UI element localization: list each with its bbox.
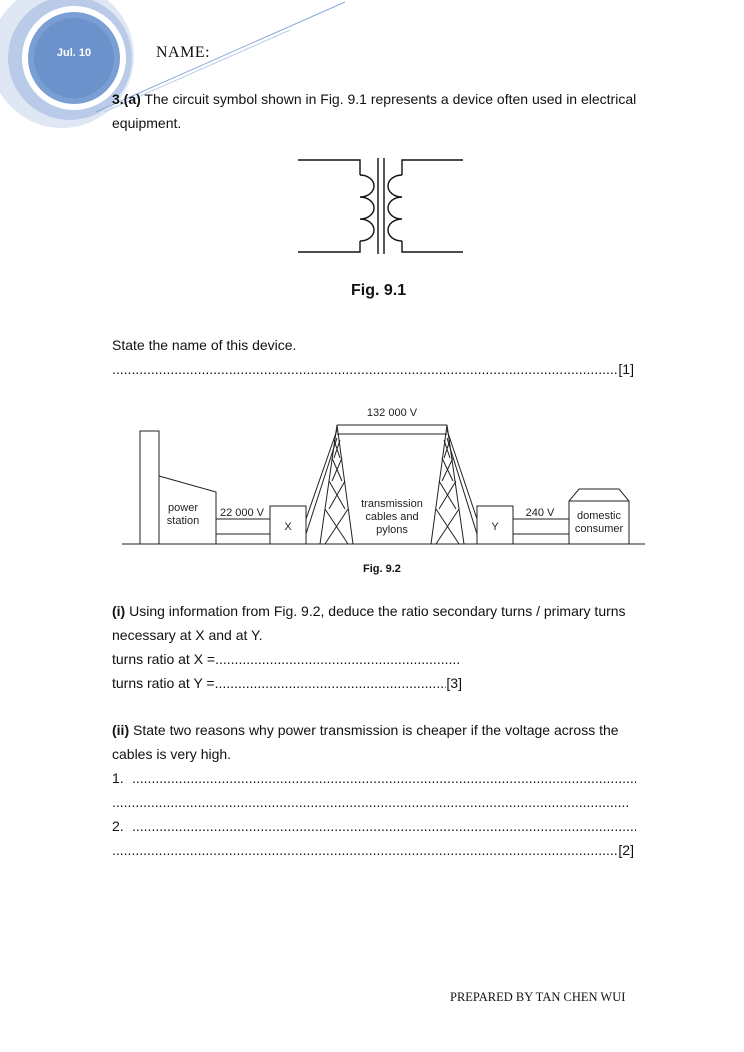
part-i-label: (i) bbox=[112, 603, 126, 619]
label-transmission-1: transmission bbox=[361, 498, 423, 510]
corner-decoration bbox=[0, 0, 346, 128]
fig-9-1-caption: Fig. 9.1 bbox=[351, 282, 407, 299]
part-ii-text: State two reasons why power transmission… bbox=[129, 722, 619, 738]
power-transmission-figure: 132 000 V power station 22 000 V X trans… bbox=[122, 407, 645, 545]
label-transmission-3: pylons bbox=[376, 524, 408, 536]
label-consumer-1: domestic bbox=[577, 510, 622, 522]
label-power-station-2: station bbox=[167, 515, 199, 527]
question-3a-label: 3.(a) bbox=[112, 91, 141, 107]
reason-2-number: 2. bbox=[112, 818, 124, 834]
reasons-marks: [2] bbox=[618, 842, 634, 858]
date-badge: Jul. 10 bbox=[56, 47, 92, 59]
part-ii-line2: cables is very high. bbox=[112, 746, 232, 762]
question-3a-line1: 3.(a) The circuit symbol shown in Fig. 9… bbox=[112, 87, 636, 111]
part-ii-line1: (ii) State two reasons why power transmi… bbox=[112, 718, 619, 742]
reason-1-number: 1. bbox=[112, 770, 124, 786]
reason-1-continuation-dots: ........................................… bbox=[112, 794, 630, 810]
turns-ratio-y-label: turns ratio at Y = bbox=[112, 675, 215, 691]
reason-2-dots: ........................................… bbox=[132, 818, 636, 834]
label-transmission-2: cables and bbox=[365, 511, 418, 523]
name-label: NAME: bbox=[156, 44, 211, 61]
part-i-line2: necessary at X and at Y. bbox=[112, 627, 263, 643]
state-name-prompt: State the name of this device. bbox=[112, 337, 297, 353]
part-i-line1: (i) Using information from Fig. 9.2, ded… bbox=[112, 599, 626, 623]
question-3a-text: The circuit symbol shown in Fig. 9.1 rep… bbox=[140, 91, 637, 107]
label-transformer-y: Y bbox=[491, 521, 499, 533]
turns-ratio-y-dots: ........................................… bbox=[214, 675, 447, 691]
reason-2-continuation-row: ........................................… bbox=[112, 838, 634, 862]
part-ii-label: (ii) bbox=[112, 722, 130, 738]
question-3a-line2: equipment. bbox=[112, 115, 182, 131]
part-i-text: Using information from Fig. 9.2, deduce … bbox=[125, 603, 626, 619]
turns-ratio-x-dots: ........................................… bbox=[215, 651, 460, 667]
reason-2-continuation-dots: ........................................… bbox=[112, 842, 618, 858]
label-transformer-x: X bbox=[284, 521, 292, 533]
footer-prepared-by: PREPARED BY TAN CHEN WUI bbox=[450, 990, 626, 1004]
turns-ratio-y-row: turns ratio at Y = .....................… bbox=[112, 671, 462, 695]
label-132000v: 132 000 V bbox=[367, 407, 418, 419]
transformer-symbol-figure bbox=[298, 158, 463, 254]
turns-ratio-x-label: turns ratio at X = bbox=[112, 651, 216, 667]
reason-1-row: 1.......................................… bbox=[112, 766, 636, 790]
answer-dots: ........................................… bbox=[112, 361, 618, 377]
turns-ratio-marks: [3] bbox=[446, 675, 462, 691]
answer-line-1-marks: [1] bbox=[618, 361, 634, 377]
label-consumer-2: consumer bbox=[575, 523, 624, 535]
reason-2-row: 2.......................................… bbox=[112, 814, 636, 838]
fig-9-2-caption: Fig. 9.2 bbox=[363, 563, 401, 575]
turns-ratio-x-row: turns ratio at X = .....................… bbox=[112, 647, 460, 671]
label-power-station-1: power bbox=[168, 502, 198, 514]
label-22000v: 22 000 V bbox=[220, 507, 265, 519]
reason-1-dots: ........................................… bbox=[132, 770, 636, 786]
label-240v: 240 V bbox=[526, 507, 555, 519]
answer-line-1: ........................................… bbox=[112, 357, 634, 381]
